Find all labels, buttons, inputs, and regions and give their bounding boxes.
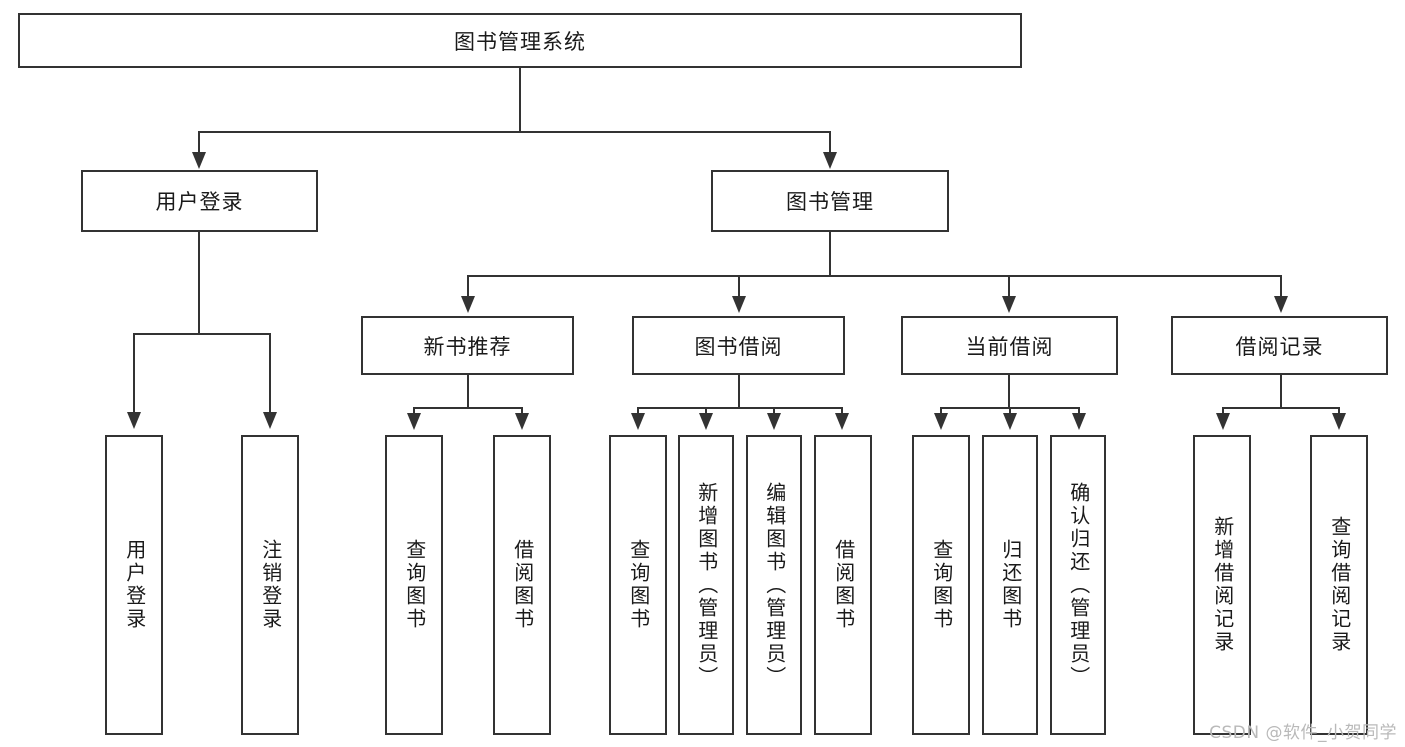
node-borrow-record[interactable]: 借阅记录 bbox=[1171, 316, 1388, 375]
node-label: 借阅记录 bbox=[1235, 334, 1324, 359]
arrowhead-leaf-borrow-record-0 bbox=[1216, 413, 1230, 430]
arrowhead-book-borrow bbox=[732, 296, 746, 313]
watermark-text: CSDN @软件_小贺同学 bbox=[1209, 723, 1397, 743]
node-label: 当前借阅 bbox=[965, 334, 1054, 359]
arrowhead-leaf-user-login-1 bbox=[263, 412, 277, 429]
connector-book-manage-stem bbox=[829, 232, 831, 276]
connector-drop-leaf-borrow-record-1 bbox=[1338, 407, 1340, 416]
node-label: 归还图书 bbox=[998, 539, 1023, 631]
connector-borrow-record-stem bbox=[1280, 375, 1282, 408]
node-new-book-recommend[interactable]: 新书推荐 bbox=[361, 316, 574, 375]
node-label: 借阅图书 bbox=[510, 539, 535, 631]
arrowhead-leaf-new-book-1 bbox=[515, 413, 529, 430]
arrowhead-leaf-current-borrow-2 bbox=[1072, 413, 1086, 430]
arrowhead-leaf-book-borrow-3 bbox=[835, 413, 849, 430]
node-root-system[interactable]: 图书管理系统 bbox=[18, 13, 1022, 68]
leaf-book-borrow-0[interactable]: 查询图书 bbox=[609, 435, 667, 735]
connector-borrow-record-bus bbox=[1222, 407, 1340, 409]
arrowhead-book-manage bbox=[823, 152, 837, 169]
arrowhead-borrow-record bbox=[1274, 296, 1288, 313]
leaf-borrow-record-0[interactable]: 新增借阅记录 bbox=[1193, 435, 1251, 735]
leaf-book-borrow-1[interactable]: 新增图书（管理员） bbox=[678, 435, 734, 735]
node-book-manage[interactable]: 图书管理 bbox=[711, 170, 949, 232]
node-label: 新增借阅记录 bbox=[1210, 516, 1235, 654]
connector-drop-book-borrow bbox=[738, 275, 740, 299]
node-book-borrow[interactable]: 图书借阅 bbox=[632, 316, 845, 375]
arrowhead-leaf-book-borrow-1 bbox=[699, 413, 713, 430]
arrowhead-leaf-book-borrow-2 bbox=[767, 413, 781, 430]
node-label: 新书推荐 bbox=[423, 334, 512, 359]
leaf-book-borrow-2[interactable]: 编辑图书（管理员） bbox=[746, 435, 802, 735]
connector-new-book-stem bbox=[467, 375, 469, 408]
leaf-current-borrow-1[interactable]: 归还图书 bbox=[982, 435, 1038, 735]
arrowhead-leaf-book-borrow-0 bbox=[631, 413, 645, 430]
connector-drop-leaf-current-borrow-0 bbox=[940, 407, 942, 416]
connector-user-login-stem bbox=[198, 232, 200, 334]
leaf-new-book-1[interactable]: 借阅图书 bbox=[493, 435, 551, 735]
arrowhead-current-borrow bbox=[1002, 296, 1016, 313]
leaf-book-borrow-3[interactable]: 借阅图书 bbox=[814, 435, 872, 735]
node-label: 查询图书 bbox=[402, 539, 427, 631]
connector-drop-leaf-book-borrow-2 bbox=[773, 407, 775, 416]
leaf-current-borrow-0[interactable]: 查询图书 bbox=[912, 435, 970, 735]
connector-drop-leaf-current-borrow-2 bbox=[1078, 407, 1080, 416]
node-label: 确认归还（管理员） bbox=[1066, 481, 1091, 689]
node-label: 图书管理系统 bbox=[454, 29, 586, 54]
connector-drop-borrow-record bbox=[1280, 275, 1282, 299]
connector-drop-leaf-user-login-0 bbox=[133, 333, 135, 415]
connector-drop-user-login bbox=[198, 131, 200, 155]
node-label: 查询图书 bbox=[929, 539, 954, 631]
connector-drop-leaf-borrow-record-0 bbox=[1222, 407, 1224, 416]
connector-book-borrow-bus bbox=[637, 407, 843, 409]
arrowhead-user-login bbox=[192, 152, 206, 169]
node-label: 图书借阅 bbox=[694, 334, 783, 359]
connector-drop-leaf-user-login-1 bbox=[269, 333, 271, 415]
arrowhead-leaf-current-borrow-0 bbox=[934, 413, 948, 430]
connector-new-book-bus bbox=[413, 407, 523, 409]
node-label: 借阅图书 bbox=[831, 539, 856, 631]
arrowhead-leaf-user-login-0 bbox=[127, 412, 141, 429]
leaf-new-book-0[interactable]: 查询图书 bbox=[385, 435, 443, 735]
connector-drop-leaf-new-book-0 bbox=[413, 407, 415, 416]
leaf-user-login-0[interactable]: 用户登录 bbox=[105, 435, 163, 735]
node-label: 新增图书（管理员） bbox=[694, 481, 719, 689]
connector-user-login-bus bbox=[133, 333, 271, 335]
node-label: 注销登录 bbox=[258, 539, 283, 631]
connector-root-bus bbox=[198, 131, 831, 133]
connector-drop-leaf-book-borrow-0 bbox=[637, 407, 639, 416]
arrowhead-new-book bbox=[461, 296, 475, 313]
node-label: 用户登录 bbox=[155, 190, 244, 214]
connector-current-borrow-stem bbox=[1008, 375, 1010, 408]
connector-drop-leaf-current-borrow-1 bbox=[1009, 407, 1011, 416]
node-label: 查询图书 bbox=[626, 539, 651, 631]
connector-drop-new-book bbox=[467, 275, 469, 299]
connector-book-manage-bus bbox=[467, 275, 1282, 277]
node-label: 用户登录 bbox=[122, 539, 147, 631]
node-current-borrow[interactable]: 当前借阅 bbox=[901, 316, 1118, 375]
connector-drop-leaf-new-book-1 bbox=[521, 407, 523, 416]
node-user-login[interactable]: 用户登录 bbox=[81, 170, 318, 232]
arrowhead-leaf-borrow-record-1 bbox=[1332, 413, 1346, 430]
connector-root-stem bbox=[519, 68, 521, 132]
leaf-current-borrow-2[interactable]: 确认归还（管理员） bbox=[1050, 435, 1106, 735]
connector-drop-leaf-book-borrow-1 bbox=[705, 407, 707, 416]
connector-drop-book-manage bbox=[829, 131, 831, 155]
connector-book-borrow-stem bbox=[738, 375, 740, 408]
arrowhead-leaf-current-borrow-1 bbox=[1003, 413, 1017, 430]
connector-drop-current-borrow bbox=[1008, 275, 1010, 299]
node-label: 编辑图书（管理员） bbox=[762, 481, 787, 689]
arrowhead-leaf-new-book-0 bbox=[407, 413, 421, 430]
node-label: 查询借阅记录 bbox=[1327, 516, 1352, 654]
connector-drop-leaf-book-borrow-3 bbox=[841, 407, 843, 416]
leaf-user-login-1[interactable]: 注销登录 bbox=[241, 435, 299, 735]
leaf-borrow-record-1[interactable]: 查询借阅记录 bbox=[1310, 435, 1368, 735]
node-label: 图书管理 bbox=[786, 190, 874, 214]
